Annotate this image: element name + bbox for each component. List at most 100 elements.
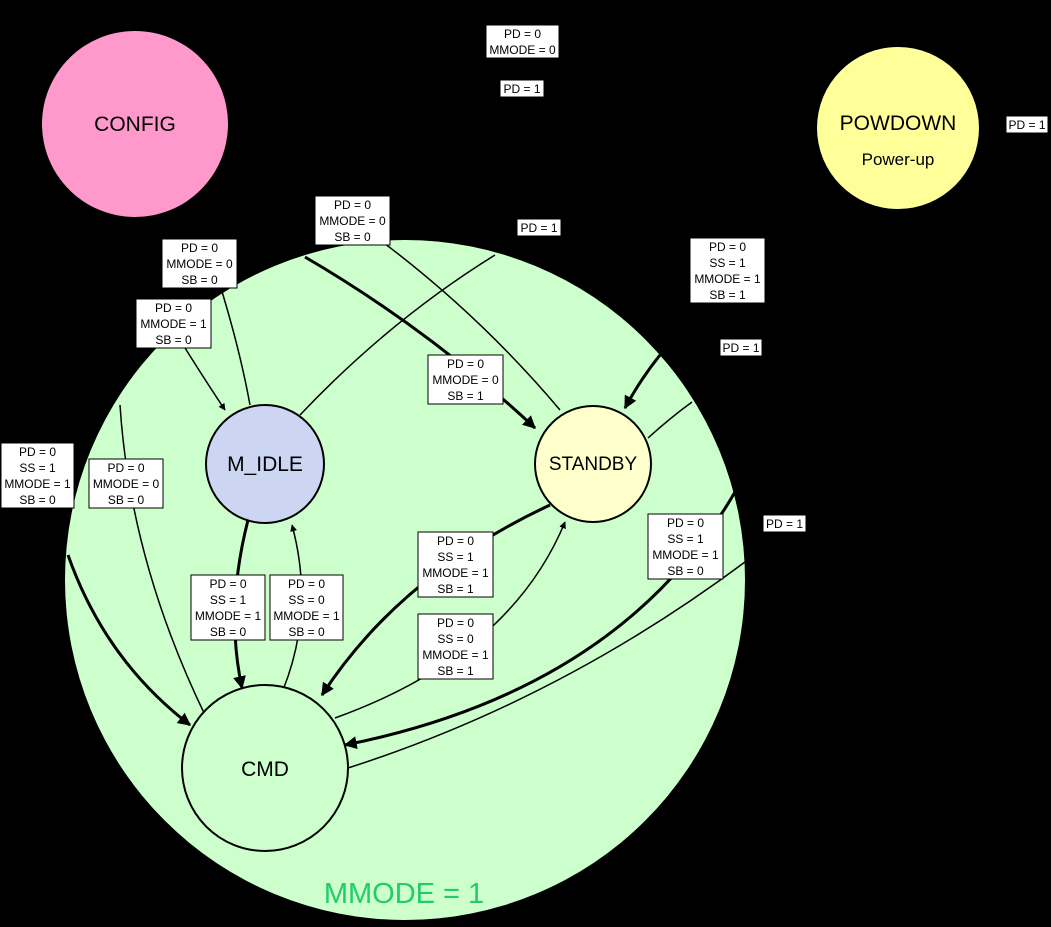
- edge-region-to-cmd: [119, 404, 206, 716]
- edge-m-idle-from-top: [219, 284, 251, 406]
- state-cmd[interactable]: CMD: [181, 684, 349, 852]
- state-standby[interactable]: STANDBY: [534, 405, 652, 523]
- edge-label-d-box: [689, 237, 766, 304]
- edge-label-h-line4: SB = 0: [19, 493, 56, 507]
- state-config[interactable]: CONFIG: [42, 31, 228, 217]
- edge-label-m: PD = 0 SS = 1 MMODE = 1 SB = 0: [190, 574, 266, 641]
- edge-label-top1-line2: MMODE = 0: [489, 43, 556, 57]
- edge-m-idle-to-region: [299, 254, 496, 416]
- edge-label-c-line2: MMODE = 0: [166, 257, 233, 271]
- edge-label-g-line1: PD = 0: [447, 357, 484, 371]
- edge-label-l-box: [417, 531, 494, 598]
- edge-label-e-box: [135, 298, 212, 349]
- edge-label-m-line3: MMODE = 1: [195, 609, 262, 623]
- edge-label-i-line1: PD = 0: [107, 461, 144, 475]
- edge-label-a: PD = 0 MMODE = 0 SB = 0: [314, 195, 391, 246]
- edge-label-j: PD = 0 SS = 1 MMODE = 1 SB = 0: [647, 513, 724, 580]
- edge-label-top2: PD = 1: [499, 79, 545, 98]
- edge-label-a-line3: SB = 0: [334, 230, 371, 244]
- state-standby-label: STANDBY: [549, 454, 638, 475]
- edge-label-c: PD = 0 MMODE = 0 SB = 0: [161, 238, 238, 289]
- state-powdown-circle: [817, 47, 979, 209]
- edge-label-top1-box: [485, 24, 560, 59]
- edge-label-e: PD = 0 MMODE = 1 SB = 0: [135, 298, 212, 349]
- edge-label-l-line4: SB = 1: [437, 582, 474, 596]
- edge-label-right-pd1-line1: PD = 1: [1008, 118, 1045, 132]
- edge-standby-to-region: [647, 401, 693, 439]
- edge-label-m-line4: SB = 0: [210, 625, 247, 639]
- edge-label-n-line4: SB = 0: [288, 625, 325, 639]
- edge-label-n: PD = 0 SS = 0 MMODE = 1 SB = 0: [269, 574, 344, 641]
- edge-label-a-box: [314, 195, 391, 246]
- edge-region-to-standby: [304, 255, 537, 430]
- edge-label-o-line4: SB = 1: [437, 664, 474, 678]
- edge-label-o: PD = 0 SS = 0 MMODE = 1 SB = 1: [417, 613, 494, 680]
- edge-label-e-line1: PD = 0: [155, 301, 192, 315]
- edge-label-c-box: [161, 238, 238, 289]
- edge-label-d-line4: SB = 1: [709, 288, 746, 302]
- edge-label-j-line3: MMODE = 1: [652, 548, 719, 562]
- edge-label-g: PD = 0 MMODE = 0 SB = 1: [427, 354, 504, 405]
- edge-into-cmd-left: [66, 554, 192, 727]
- state-cmd-circle: [181, 684, 349, 852]
- edge-label-i-line3: SB = 0: [108, 493, 145, 507]
- edge-label-l-line3: MMODE = 1: [422, 566, 489, 580]
- edge-label-f: PD = 1: [719, 338, 763, 357]
- state-cmd-label: CMD: [241, 758, 289, 781]
- edge-label-d-line1: PD = 0: [709, 240, 746, 254]
- edge-label-top1: PD = 0 MMODE = 0: [485, 24, 560, 59]
- edge-label-k: PD = 1: [762, 514, 807, 533]
- edge-label-j-line2: SS = 1: [667, 532, 704, 546]
- edge-label-top1-line1: PD = 0: [504, 27, 541, 41]
- edge-label-h: PD = 0 SS = 1 MMODE = 1 SB = 0: [0, 442, 75, 509]
- edge-label-g-box: [427, 354, 504, 405]
- edge-label-h-line2: SS = 1: [19, 461, 56, 475]
- edge-label-top2-box: [499, 79, 545, 98]
- edge-label-d: PD = 0 SS = 1 MMODE = 1 SB = 1: [689, 237, 766, 304]
- edge-label-l-line1: PD = 0: [437, 534, 474, 548]
- state-powdown-sublabel: Power-up: [862, 150, 935, 169]
- edge-label-f-box: [719, 338, 763, 357]
- edge-label-n-line1: PD = 0: [288, 577, 325, 591]
- edge-standby-from-top: [379, 239, 561, 411]
- edge-label-l: PD = 0 SS = 1 MMODE = 1 SB = 1: [417, 531, 494, 598]
- edge-label-j-line4: SB = 0: [667, 564, 704, 578]
- state-powdown-label: POWDOWN: [840, 112, 957, 135]
- edge-label-top2-line1: PD = 1: [503, 82, 540, 96]
- edge-label-b-line1: PD = 1: [520, 221, 557, 235]
- edge-label-d-line3: MMODE = 1: [694, 272, 761, 286]
- edge-label-a-line1: PD = 0: [334, 198, 371, 212]
- edge-label-j-line1: PD = 0: [667, 516, 704, 530]
- edge-label-i-line2: MMODE = 0: [93, 477, 160, 491]
- edge-label-o-line2: SS = 0: [437, 632, 474, 646]
- edge-label-right-pd1-box: [1005, 115, 1049, 134]
- region-label: MMODE = 1: [324, 878, 484, 910]
- edge-cmd-to-region-right: [347, 561, 746, 769]
- edge-label-o-line3: MMODE = 1: [422, 648, 489, 662]
- state-config-label: CONFIG: [94, 113, 176, 136]
- edge-label-a-line2: MMODE = 0: [319, 214, 386, 228]
- state-m-idle-label: M_IDLE: [227, 453, 303, 476]
- edge-label-c-line3: SB = 0: [181, 273, 218, 287]
- state-standby-circle: [534, 405, 652, 523]
- edge-label-m-box: [190, 574, 266, 641]
- state-m-idle[interactable]: M_IDLE: [205, 404, 325, 524]
- edge-label-b: PD = 1: [516, 218, 562, 237]
- edge-label-h-line3: MMODE = 1: [4, 477, 71, 491]
- edge-label-n-box: [269, 574, 344, 641]
- edge-label-m-line1: PD = 0: [209, 577, 246, 591]
- edge-label-m-line2: SS = 1: [210, 593, 247, 607]
- edge-label-h-line1: PD = 0: [19, 445, 56, 459]
- edge-label-e-line2: MMODE = 1: [140, 317, 207, 331]
- edge-label-i-box: [88, 458, 164, 509]
- state-powdown[interactable]: POWDOWN Power-up: [817, 47, 979, 209]
- edge-label-k-line1: PD = 1: [766, 517, 803, 531]
- edge-label-g-line3: SB = 1: [447, 389, 484, 403]
- edge-label-j-box: [647, 513, 724, 580]
- edge-label-f-line1: PD = 1: [722, 341, 759, 355]
- state-m-idle-circle: [205, 404, 325, 524]
- edge-label-d-line2: SS = 1: [709, 256, 746, 270]
- edge-label-h-box: [0, 442, 75, 509]
- edge-label-g-line2: MMODE = 0: [432, 373, 499, 387]
